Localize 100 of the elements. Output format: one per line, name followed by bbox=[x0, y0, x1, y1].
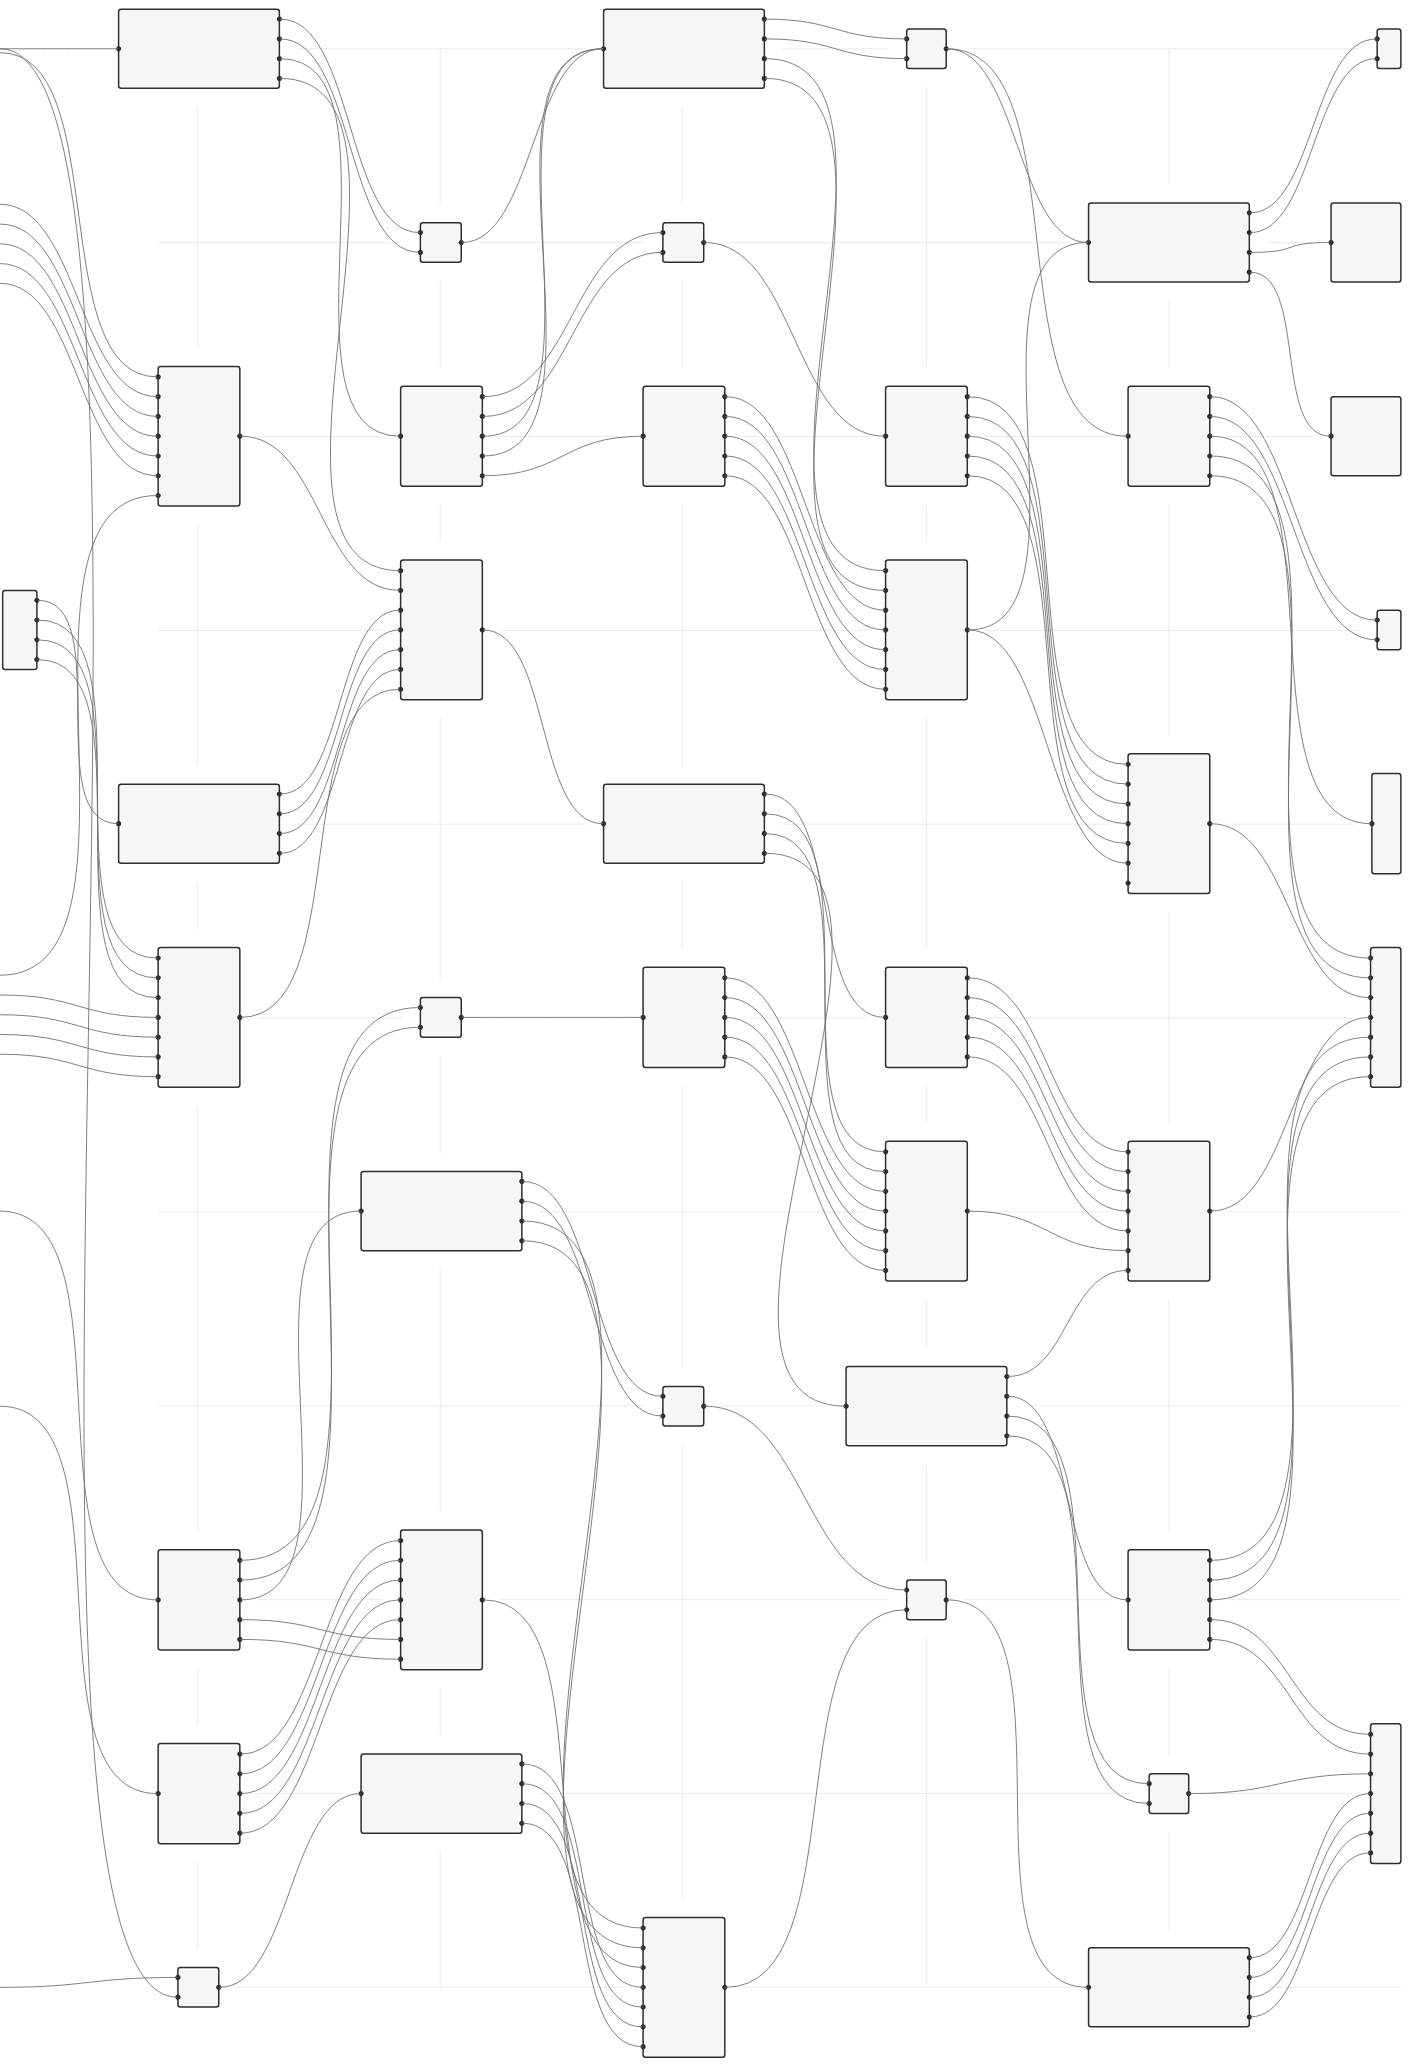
connector bbox=[482, 1599, 643, 1968]
connector bbox=[279, 77, 401, 572]
node-box bbox=[904, 28, 949, 70]
connector bbox=[0, 48, 178, 1998]
connector bbox=[725, 1036, 886, 1252]
connector bbox=[1249, 1832, 1371, 1998]
connector bbox=[1249, 38, 1377, 214]
node-box bbox=[640, 385, 728, 488]
node-box bbox=[1367, 946, 1402, 1088]
node-box bbox=[398, 385, 485, 488]
connector bbox=[240, 1638, 401, 1660]
connector bbox=[279, 18, 421, 234]
connector bbox=[1249, 1852, 1371, 2018]
node-box bbox=[155, 1742, 243, 1845]
connector bbox=[725, 455, 886, 670]
node-box bbox=[883, 385, 970, 488]
connector bbox=[37, 599, 119, 825]
connector bbox=[1189, 1773, 1371, 1795]
connector bbox=[704, 1405, 907, 1591]
connector bbox=[240, 688, 401, 1018]
connector bbox=[1249, 1793, 1371, 1959]
node-box bbox=[116, 783, 282, 864]
connector bbox=[0, 1405, 158, 1795]
node-box bbox=[417, 221, 464, 263]
connector bbox=[946, 48, 1128, 437]
node-box bbox=[640, 966, 728, 1069]
connector bbox=[764, 852, 846, 1407]
connector bbox=[482, 435, 643, 477]
connector bbox=[725, 1016, 886, 1232]
connector bbox=[725, 475, 886, 690]
node-box bbox=[883, 1140, 970, 1282]
connector bbox=[946, 1599, 1089, 1988]
node-box bbox=[175, 1966, 222, 2008]
node-box bbox=[883, 559, 970, 701]
connector bbox=[279, 629, 401, 815]
connector bbox=[725, 396, 886, 611]
connector bbox=[522, 1763, 643, 1988]
connector bbox=[704, 242, 886, 437]
connector bbox=[482, 251, 663, 417]
connector bbox=[279, 609, 401, 795]
connector bbox=[522, 1822, 643, 2048]
connector bbox=[1249, 271, 1331, 437]
node-box bbox=[155, 946, 243, 1088]
connector bbox=[725, 435, 886, 651]
connector bbox=[1007, 1269, 1128, 1377]
connector bbox=[0, 1034, 158, 1058]
node-box bbox=[1374, 28, 1402, 70]
connector bbox=[0, 1014, 158, 1038]
connector bbox=[482, 232, 663, 398]
connector bbox=[522, 1803, 643, 2028]
connector bbox=[279, 649, 401, 834]
node-box bbox=[883, 966, 970, 1069]
connector bbox=[240, 1559, 401, 1775]
connector bbox=[967, 1036, 1128, 1212]
connector bbox=[1249, 1812, 1371, 1978]
connector bbox=[0, 1210, 158, 1601]
connector bbox=[240, 1540, 401, 1755]
connector bbox=[0, 52, 158, 378]
connector bbox=[0, 1053, 158, 1078]
node-box bbox=[116, 8, 282, 90]
node-box bbox=[1328, 202, 1402, 283]
node-box bbox=[843, 1365, 1010, 1447]
node-box bbox=[398, 1529, 485, 1671]
node-box bbox=[600, 8, 767, 90]
connector bbox=[1249, 242, 1331, 253]
connector bbox=[0, 243, 158, 437]
connector bbox=[0, 994, 158, 1018]
connector bbox=[1249, 58, 1377, 234]
connector bbox=[240, 435, 401, 591]
connector bbox=[0, 223, 158, 417]
connector bbox=[482, 629, 604, 825]
connector bbox=[522, 1783, 643, 2008]
connector bbox=[0, 1977, 178, 1988]
connector bbox=[279, 58, 401, 437]
connector bbox=[725, 1056, 886, 1271]
connector bbox=[0, 203, 158, 398]
connector bbox=[279, 669, 401, 854]
connector bbox=[967, 1056, 1128, 1232]
connector bbox=[764, 18, 907, 40]
connector bbox=[240, 1619, 401, 1834]
node-box bbox=[1085, 1947, 1252, 2028]
connector bbox=[1210, 1619, 1371, 1735]
connector bbox=[967, 977, 1128, 1153]
connector bbox=[461, 1016, 643, 1018]
node-box bbox=[398, 559, 485, 701]
connector bbox=[725, 977, 886, 1192]
connector bbox=[725, 997, 886, 1212]
connector bbox=[240, 1579, 401, 1795]
node-box bbox=[1146, 1773, 1192, 1815]
node-box bbox=[660, 221, 707, 263]
connector bbox=[1210, 1638, 1371, 1755]
connector bbox=[1210, 1016, 1371, 1212]
connector bbox=[1210, 823, 1371, 999]
connector bbox=[764, 793, 886, 1018]
connector bbox=[0, 495, 158, 976]
connector bbox=[967, 1210, 1128, 1252]
connector bbox=[1007, 1395, 1128, 1601]
connector bbox=[0, 282, 158, 477]
node-box bbox=[600, 783, 767, 864]
node-box bbox=[1125, 753, 1213, 895]
